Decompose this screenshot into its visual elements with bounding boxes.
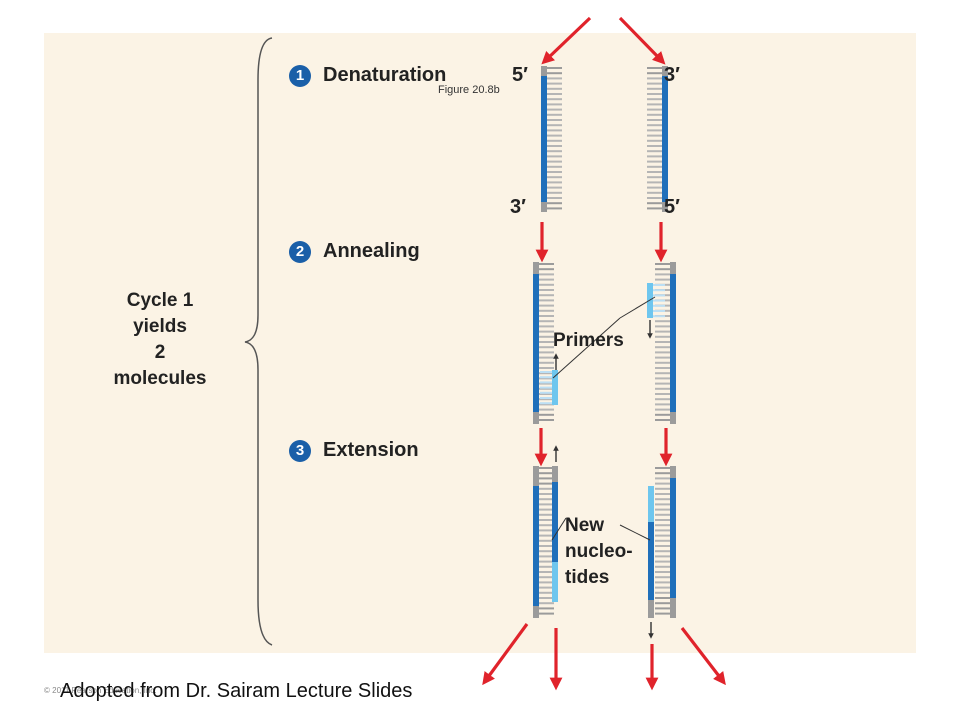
new-nucleotides-label: New nucleo- tides <box>565 513 633 591</box>
new-nucleotides-line-1: New <box>565 515 605 536</box>
cycle-line-4: molecules <box>113 368 207 389</box>
arrow-out-4 <box>680 627 726 686</box>
strand-right-step2-backbone <box>670 274 676 412</box>
process-arrows <box>482 16 726 691</box>
nucleotides-leader-right <box>619 524 651 541</box>
new-strand-right-dark <box>648 522 654 600</box>
strand-left-step2 <box>533 262 554 424</box>
cycle-line-3: 2 <box>154 342 166 363</box>
cycle-brace <box>244 37 273 646</box>
leader-lines <box>551 296 656 541</box>
step-2-badge: 2 <box>289 241 311 263</box>
strand-right-step3-backbone <box>670 478 676 598</box>
cycle-summary: Cycle 1 yields 2 molecules <box>95 288 225 392</box>
primers-leader-right <box>619 296 656 319</box>
strand-right-step1 <box>647 66 668 212</box>
brace-curve <box>244 37 273 646</box>
new-strand-left-primer <box>552 562 558 602</box>
new-strand-left-dark <box>552 482 558 562</box>
label-3prime-left-bottom: 3′ <box>510 196 526 218</box>
step-2-label: Annealing <box>323 240 420 262</box>
new-nucleotides-line-2: nucleo- <box>565 541 633 562</box>
strand-right-step1-backbone <box>662 76 668 202</box>
step-1-label: Denaturation <box>323 64 447 86</box>
dna-strands <box>533 66 676 618</box>
primers-leader-left <box>552 317 621 379</box>
step-3-badge: 3 <box>289 440 311 462</box>
arrow-in-left <box>541 16 592 65</box>
label-3prime-right-top: 3′ <box>664 64 680 86</box>
new-strand-right <box>648 486 654 618</box>
arrow-out-1 <box>482 623 529 686</box>
step-1-badge: 1 <box>289 65 311 87</box>
primer-left-bar <box>552 370 558 405</box>
strand-left-step3 <box>533 466 554 618</box>
new-strand-right-end <box>648 600 654 618</box>
new-strand-right-primer <box>648 486 654 522</box>
footer-credit: Adopted from Dr. Sairam Lecture Slides <box>60 680 413 702</box>
nucleotides-leader-left <box>551 517 567 541</box>
arrow-in-right <box>618 16 666 65</box>
cycle-line-2: yields <box>133 316 187 337</box>
diagram-panel <box>44 33 916 653</box>
strand-right-step3 <box>655 466 676 618</box>
label-5prime-right-bottom: 5′ <box>664 196 680 218</box>
step-3-label: Extension <box>323 439 419 461</box>
label-5prime-left-top: 5′ <box>512 64 528 86</box>
strand-left-step2-backbone <box>533 274 539 412</box>
strand-left-step1-backbone <box>541 76 547 202</box>
primer-left <box>540 370 558 405</box>
cycle-line-1: Cycle 1 <box>126 290 194 311</box>
figure-reference: Figure 20.8b <box>438 84 500 96</box>
new-nucleotides-line-3: tides <box>565 567 610 588</box>
strand-left-step1 <box>541 66 562 212</box>
copyright-notice: © 2011 Pearson Education, Inc. <box>44 686 157 695</box>
new-strand-left-end <box>552 466 558 482</box>
strand-right-step2 <box>655 262 676 424</box>
strand-left-step3-backbone <box>533 486 539 606</box>
new-strand-left <box>552 466 558 602</box>
primers-label: Primers <box>553 330 624 351</box>
